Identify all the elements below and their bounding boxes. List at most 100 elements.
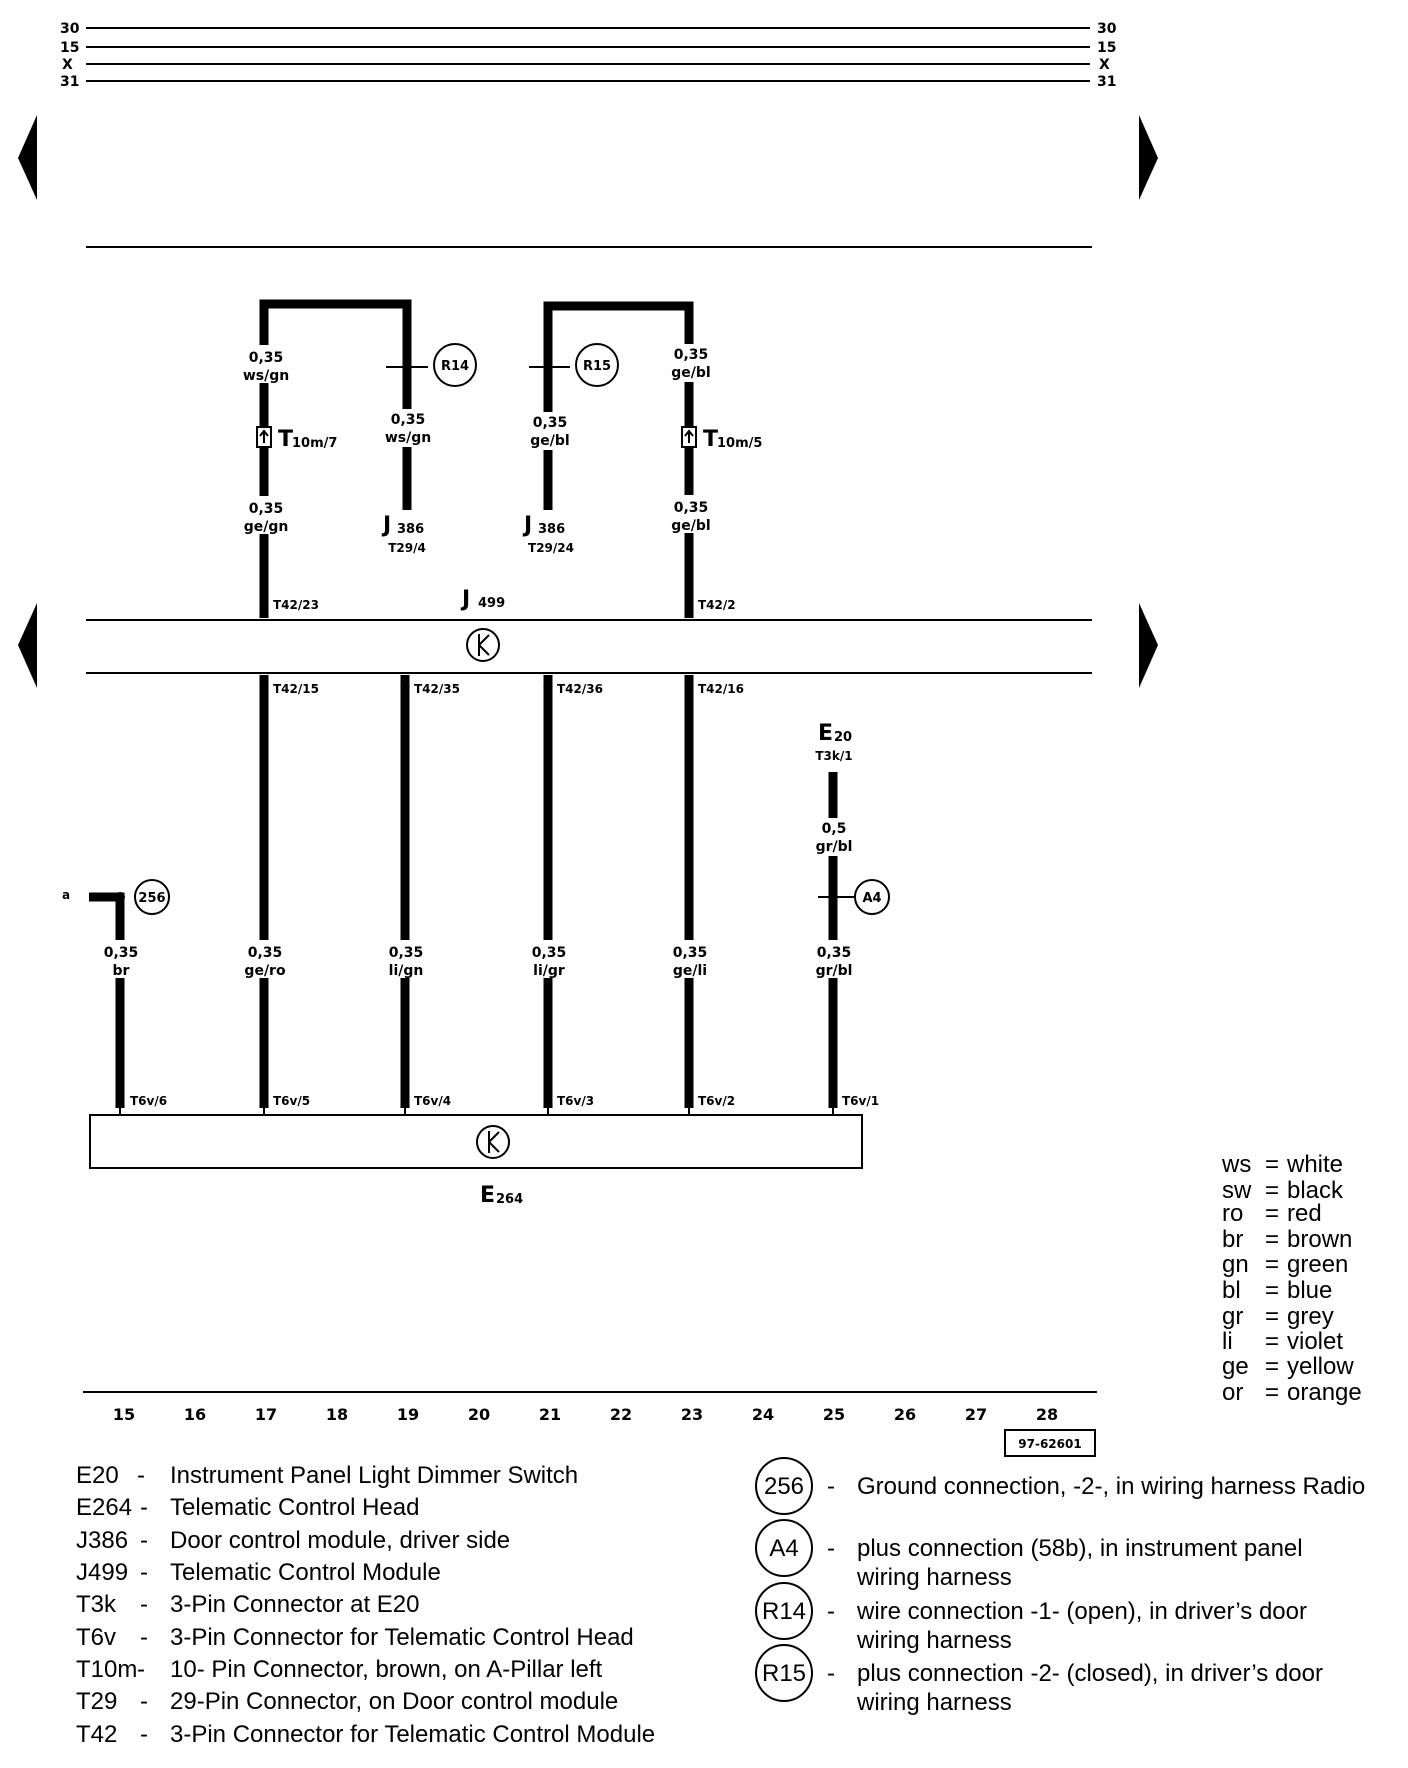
column-number: 27 <box>965 1405 987 1424</box>
color-equals: = <box>1265 1251 1279 1278</box>
connection-id: R15 <box>762 1660 806 1687</box>
connector-name: T <box>278 427 293 452</box>
dest-sub: 386 <box>397 522 424 537</box>
rail-label-x: X <box>62 57 73 73</box>
pin-t42-36: T42/36 <box>543 678 603 696</box>
wire-li-gn: 0,35 li/gn <box>377 940 433 979</box>
pin-label: T6v/3 <box>557 1094 594 1108</box>
component-desc: Door control module, driver side <box>170 1527 510 1554</box>
component-code: J499 <box>76 1559 128 1586</box>
connector-sub: 10m/7 <box>292 436 337 451</box>
legend-dash: - <box>140 1591 148 1618</box>
pin-label: T42/16 <box>698 682 744 696</box>
connection-desc-2: wiring harness <box>856 1689 1012 1716</box>
rail-label-31: 31 <box>60 74 79 90</box>
column-numbers: 15 16 17 18 19 20 21 22 23 24 25 26 27 2… <box>113 1405 1058 1424</box>
dest-pin: T29/24 <box>528 541 574 555</box>
module-e20-name: E <box>818 721 833 746</box>
wire-size: 0,35 <box>674 500 709 516</box>
pin-label: T6v/5 <box>273 1094 310 1108</box>
dest-sub: 386 <box>538 522 565 537</box>
wire-color: ge/li <box>673 963 707 979</box>
wire-e20-gr-bl: 0,5 gr/bl <box>805 818 861 856</box>
wire-ge-li: 0,35 ge/li <box>661 940 717 979</box>
component-desc: Telematic Control Head <box>170 1494 419 1521</box>
module-j499-sub: 499 <box>478 596 505 611</box>
component-code: J386 <box>76 1527 128 1554</box>
component-desc: 3-Pin Connector for Telematic Control Mo… <box>170 1721 655 1748</box>
connection-id: A4 <box>769 1535 798 1562</box>
splice-r15-label: R15 <box>583 359 611 374</box>
color-meaning: violet <box>1287 1328 1343 1355</box>
wire-color: ge/bl <box>530 433 569 449</box>
connection-id: R14 <box>762 1598 806 1625</box>
power-rails <box>86 27 1090 82</box>
wire-size: 0,35 <box>674 347 709 363</box>
column-number: 19 <box>397 1405 419 1424</box>
column-number: 15 <box>113 1405 135 1424</box>
wire-ws-gn-upper: 0,35 ws/gn <box>236 345 292 384</box>
color-code: li <box>1222 1328 1233 1355</box>
splice-a4: A4 <box>854 879 890 915</box>
column-number: 18 <box>326 1405 348 1424</box>
legend-dash: - <box>827 1598 835 1625</box>
pin-label: T42/2 <box>698 598 736 612</box>
bottom-wiring <box>89 675 857 1108</box>
legend-dash: - <box>140 1559 148 1586</box>
pin-label: T6v/1 <box>842 1094 879 1108</box>
wire-ge-gn: 0,35 ge/gn <box>236 496 292 535</box>
color-meaning: blue <box>1287 1277 1332 1304</box>
column-number: 26 <box>894 1405 916 1424</box>
color-equals: = <box>1265 1303 1279 1330</box>
color-code: br <box>1222 1226 1243 1253</box>
column-number: 20 <box>468 1405 490 1424</box>
component-desc: Telematic Control Module <box>170 1559 441 1586</box>
pin-t42-23: T42/23 <box>259 598 319 616</box>
connection-desc-2: wiring harness <box>856 1564 1012 1591</box>
color-meaning: yellow <box>1287 1353 1354 1380</box>
ground-dot <box>115 892 125 902</box>
pin-label: T6v/6 <box>130 1094 167 1108</box>
dest-j386-t29-4: J 386 T29/4 <box>381 513 426 555</box>
legend-dash: - <box>140 1721 148 1748</box>
legend-dash: - <box>140 1624 148 1651</box>
column-number: 17 <box>255 1405 277 1424</box>
component-desc: 10- Pin Connector, brown, on A-Pillar le… <box>170 1656 603 1683</box>
wire-size: 0,35 <box>389 945 424 961</box>
rail-label-30: 30 <box>60 21 80 37</box>
splice-a4-label: A4 <box>862 891 881 906</box>
component-desc: 29-Pin Connector, on Door control module <box>170 1688 618 1715</box>
color-code: or <box>1222 1379 1243 1406</box>
color-code-legend: ws = white sw = black ro = red br = brow… <box>1221 1151 1362 1406</box>
next-page-arrow-icon[interactable] <box>1139 115 1158 200</box>
wire-br: 0,35 br <box>92 940 148 979</box>
next-page-arrow-lower-icon[interactable] <box>1139 603 1158 688</box>
wire-ge-ro: 0,35 ge/ro <box>236 940 292 979</box>
color-meaning: orange <box>1287 1379 1362 1406</box>
pin-t42-2: T42/2 <box>684 598 736 616</box>
wire-color: gr/bl <box>816 963 853 979</box>
rail-label-31-right: 31 <box>1097 74 1116 90</box>
color-equals: = <box>1265 1177 1279 1204</box>
component-code: T6v <box>76 1624 116 1651</box>
column-number: 25 <box>823 1405 845 1424</box>
color-code: gn <box>1222 1251 1249 1278</box>
pin-label: T42/36 <box>557 682 603 696</box>
pin-label: T42/35 <box>414 682 460 696</box>
color-code: ws <box>1221 1151 1251 1178</box>
wire-size: 0,35 <box>391 412 426 428</box>
legend-dash: - <box>140 1688 148 1715</box>
column-number: 28 <box>1036 1405 1058 1424</box>
color-code: ro <box>1222 1200 1243 1227</box>
dest-name: J <box>522 513 532 538</box>
column-number: 23 <box>681 1405 703 1424</box>
legend-dash: - <box>137 1462 145 1489</box>
wire-size: 0,35 <box>249 501 284 517</box>
connection-id: 256 <box>764 1473 804 1500</box>
connection-desc: plus connection (58b), in instrument pan… <box>857 1535 1303 1562</box>
splice-r14-label: R14 <box>441 359 469 374</box>
prev-page-arrow-lower-icon[interactable] <box>18 603 37 688</box>
prev-page-arrow-icon[interactable] <box>18 115 37 200</box>
dest-pin: T29/4 <box>388 541 426 555</box>
